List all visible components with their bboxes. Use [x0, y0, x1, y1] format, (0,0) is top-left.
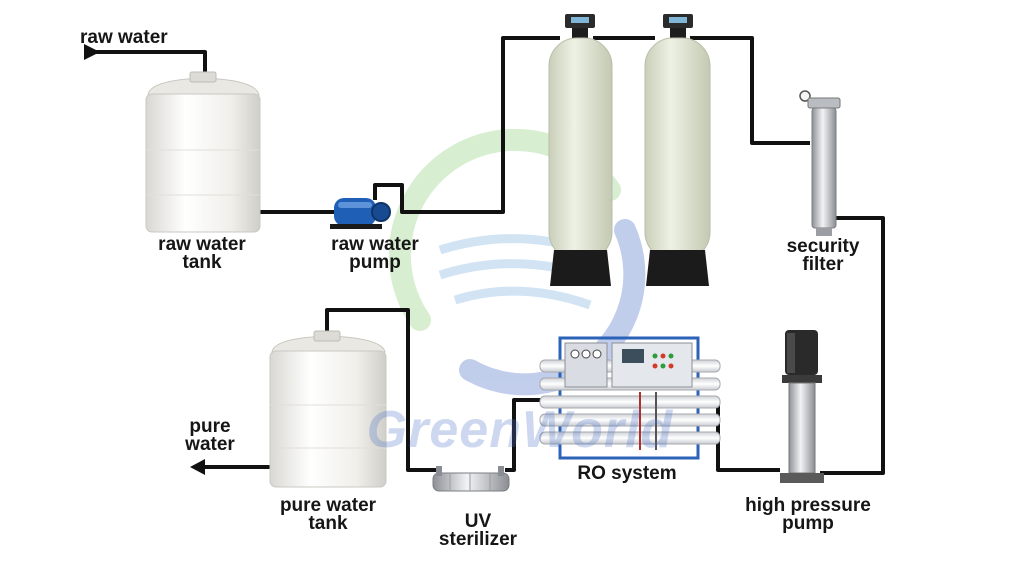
pump-to-vessel-pipe — [373, 36, 560, 214]
ro-to-uv-pipe — [505, 398, 545, 472]
high-pressure-pump-icon — [780, 330, 824, 483]
security-filter-icon — [799, 90, 841, 236]
raw-water-pump-icon — [330, 198, 391, 229]
pipes — [84, 36, 885, 475]
outlet-arrow-icon — [190, 459, 205, 475]
pure-water-outlet-label: pure water — [185, 416, 235, 455]
high-pressure-pump-label: high pressure pump — [745, 495, 871, 534]
inlet-arrow-icon — [84, 44, 100, 60]
pure-water-tank-label: pure water tank — [279, 495, 377, 534]
ro-system-icon — [539, 336, 721, 460]
filter-vessel-1-icon — [548, 14, 613, 286]
watermark-text: GreenWorld — [366, 401, 674, 459]
raw-water-tank-label: raw water tank — [158, 234, 246, 273]
raw-water-pump-label: raw water pump — [331, 234, 419, 273]
uv-sterilizer-icon — [432, 466, 510, 492]
ro-system-label: RO system — [577, 463, 677, 484]
uv-to-tank-pipe — [325, 308, 440, 472]
filter-vessel-2-icon — [644, 14, 711, 286]
vessel-to-filter-pipe — [690, 36, 810, 145]
uv-sterilizer-label: UV sterilizer — [438, 511, 518, 550]
raw-water-inlet-label: raw water — [80, 27, 168, 48]
filter-to-hp-pump-pipe — [820, 216, 885, 475]
inlet-pipe — [84, 50, 207, 75]
pure-water-tank-icon — [269, 330, 387, 488]
raw-water-tank-icon — [145, 71, 261, 233]
hp-pump-to-ro-pipe — [716, 405, 780, 472]
security-filter-label: security filter — [786, 236, 860, 275]
